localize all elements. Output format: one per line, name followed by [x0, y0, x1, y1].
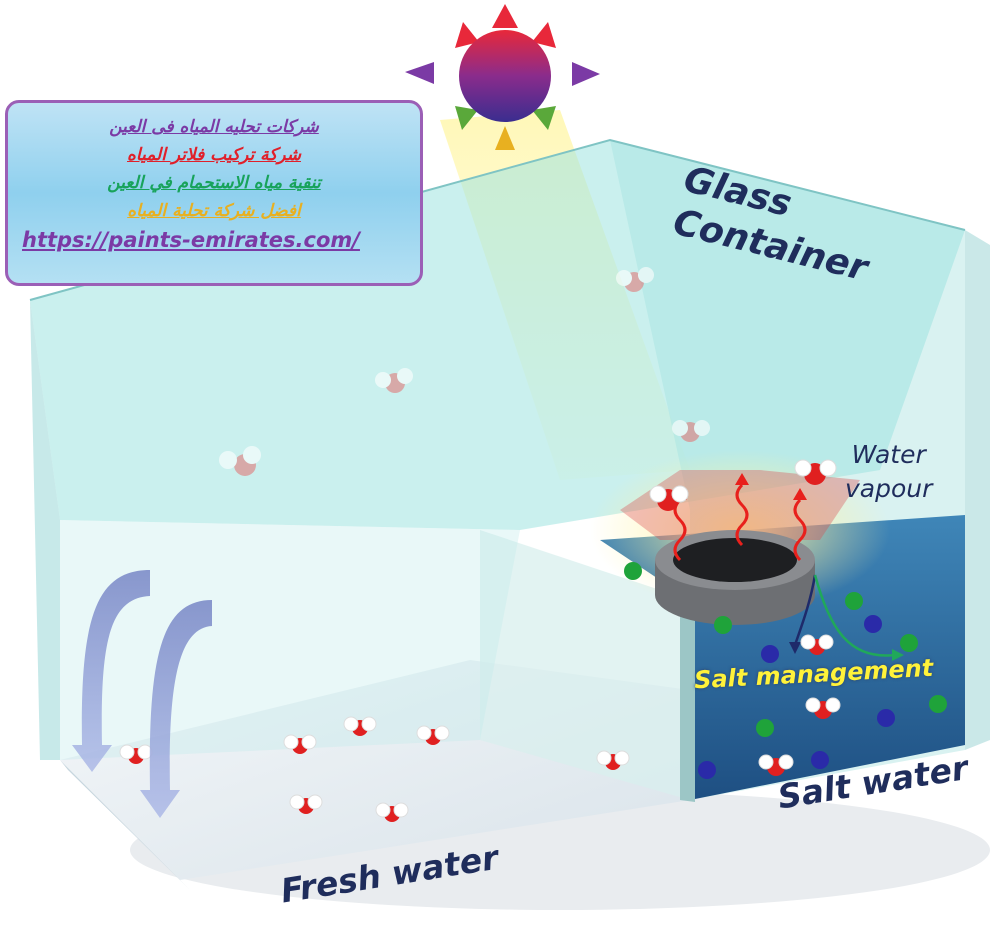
- ad-link-water-filter-installation[interactable]: شركة تركيب فلاتر المياه: [127, 145, 301, 165]
- water-molecule-icon: [119, 267, 841, 822]
- ad-overlay-box: شركات تحليه المياه فى العين شركة تركيب ف…: [5, 100, 423, 286]
- salt-flow-arrow-icon: [789, 574, 904, 661]
- ad-link-shower-water-purification[interactable]: تنقية مياه الاستحمام في العين: [107, 173, 321, 193]
- sun-icon: [405, 4, 600, 150]
- ad-link-best-desalination-company[interactable]: افضل شركة تحلية المياه: [127, 201, 301, 221]
- vapour-label-line-2: vapour: [845, 474, 933, 503]
- divider-wall: [480, 530, 695, 802]
- solar-absorber-icon: [655, 530, 815, 625]
- ad-link-desalination-companies[interactable]: شركات تحليه المياه فى العين: [109, 117, 319, 137]
- salt-ion-icon: [624, 562, 947, 779]
- vapour-label-line-1: Water: [851, 440, 926, 469]
- ad-website-url-link[interactable]: https://paints-emirates.com/: [22, 228, 360, 252]
- condensation-arrow-icon: [72, 570, 212, 818]
- water-vapour-label: Water vapour: [845, 438, 932, 506]
